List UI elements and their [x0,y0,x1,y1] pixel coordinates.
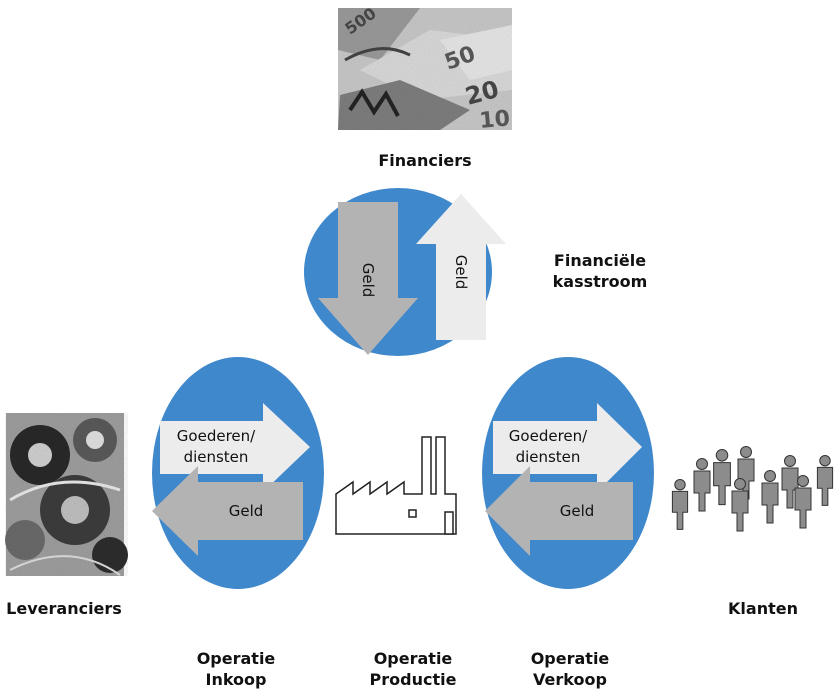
person-figure [781,455,799,509]
operation-production-line2: Productie [369,670,457,689]
right-money-label: Geld [559,502,595,520]
operation-sales-label: Operatie Verkoop [510,648,630,690]
person-figure [794,475,812,529]
person-figure [816,454,834,506]
left-goods-label: Goederen/ diensten [166,426,266,468]
person-figure [737,446,755,500]
customers-label: Klanten [708,598,818,619]
financial-cashflow-label: Financiële kasstroom [540,250,660,292]
operation-production-line1: Operatie [373,649,453,668]
suppliers-label: Leveranciers [0,598,128,619]
left-money-label: Geld [228,502,264,520]
people-icon [671,446,834,532]
person-figure [731,478,749,532]
person-figure [713,449,731,506]
right-goods-line1: Goederen/ [508,427,588,445]
operation-sales-line2: Verkoop [533,670,607,689]
right-money-arrow [485,466,633,556]
operation-purchasing-line2: Inkoop [205,670,267,689]
financiers-label: Financiers [358,150,492,171]
svg-text:10: 10 [478,106,511,134]
financial-cashflow-line1: Financiële [553,251,647,270]
financiers-text: Financiers [378,151,472,170]
suppliers-text: Leveranciers [6,599,122,618]
operation-sales-line1: Operatie [530,649,610,668]
money-up-arrow [416,194,506,340]
gears-photo-icon [5,413,128,576]
left-goods-line1: Goederen/ [176,427,256,445]
left-goods-line2: diensten [183,448,249,466]
person-figure [671,478,689,530]
banknotes-photo-icon: 50 20 10 500 [338,4,512,134]
money-down-arrow [318,202,418,355]
operation-production-label: Operatie Productie [348,648,478,690]
operation-purchasing-line1: Operatie [196,649,276,668]
right-goods-line2: diensten [515,448,581,466]
money-down-label: Geld [359,262,377,298]
operation-purchasing-label: Operatie Inkoop [176,648,296,690]
factory-icon [335,436,457,535]
person-figure [693,458,711,512]
left-money-arrow [152,466,303,556]
customers-text: Klanten [728,599,798,618]
person-figure [761,470,779,524]
right-goods-arrow [493,403,642,492]
financial-cashflow-line2: kasstroom [552,272,648,291]
right-goods-label: Goederen/ diensten [498,426,598,468]
money-up-label: Geld [452,254,470,290]
